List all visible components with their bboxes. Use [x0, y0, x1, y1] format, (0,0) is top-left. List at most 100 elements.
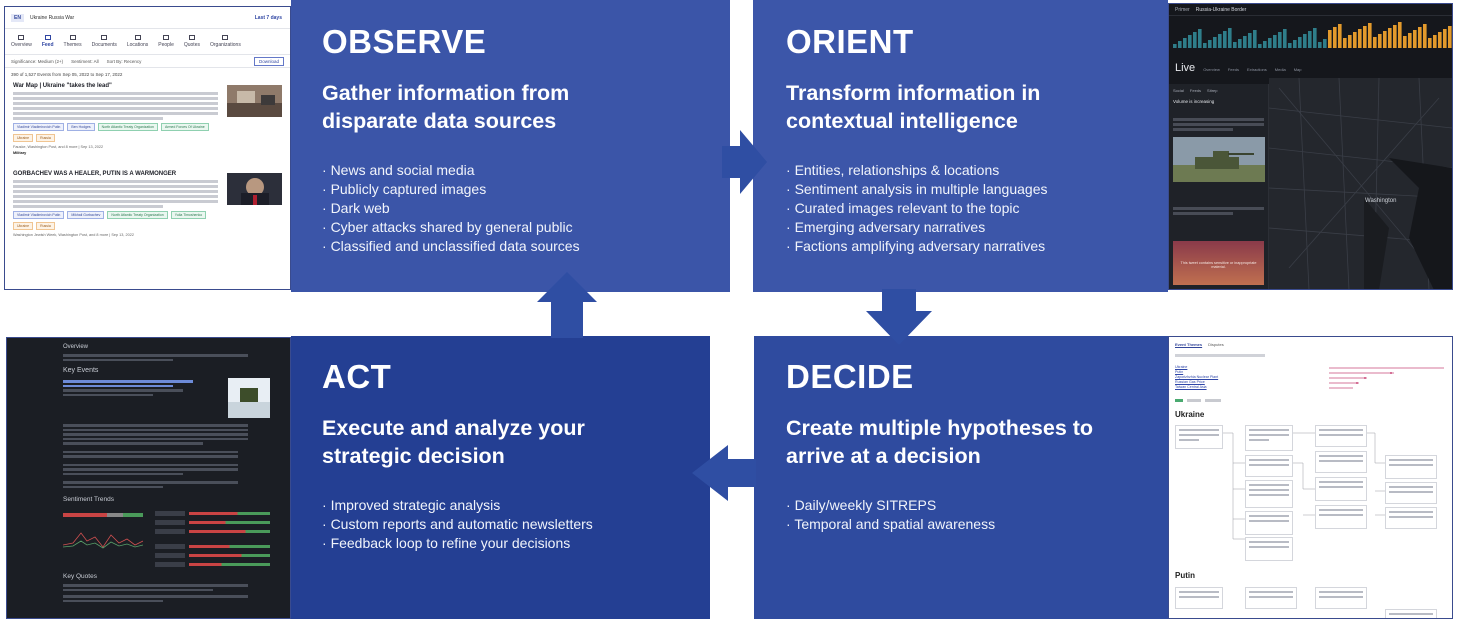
orient-bullets: Entities, relationships & locations Sent… — [786, 161, 1168, 256]
histogram-bar — [1263, 41, 1267, 48]
observe-bullets: News and social media Publicly captured … — [322, 161, 730, 256]
live-tab: Extractions — [1246, 67, 1267, 72]
arrow-down-icon — [866, 289, 932, 345]
histogram-bar — [1213, 37, 1217, 48]
sentiment-line-chart — [62, 532, 144, 549]
entity-tag: Ben Hodges — [67, 123, 95, 131]
entity-tag: Armed Forces Of Ukraine — [161, 123, 209, 131]
histogram-bar — [1413, 30, 1417, 48]
bullet-item: Emerging adversary narratives — [786, 218, 1168, 237]
observe-panel: OBSERVE Gather information from disparat… — [291, 0, 730, 292]
live-title: Live — [1175, 62, 1196, 74]
orient-panel: ORIENT Transform information in contextu… — [753, 0, 1168, 292]
histogram-bar — [1228, 28, 1232, 48]
event-count: 390 of 1,527 Events from Sep 05, 2022 to… — [11, 72, 123, 77]
theme-link: Putin — [1175, 370, 1184, 374]
histogram-bar — [1323, 39, 1327, 48]
live-dashboard-screenshot: Primer Russia-Ukraine Border Live Overvi… — [1168, 3, 1453, 290]
theme-connectors — [1223, 432, 1385, 540]
live-tab: Feeds — [1227, 67, 1239, 72]
entity-tag: Russia — [36, 134, 55, 142]
event-themes-screenshot: Event Themes Disputes Ukraine Putin Zapo… — [1168, 336, 1453, 619]
entity-tags: Vladimir Vladimirovich Putin Ben Hodges … — [13, 123, 218, 142]
side-tabs: Social Feeds Sitrep — [1169, 84, 1268, 97]
histogram-bar — [1198, 29, 1202, 48]
histogram-bar — [1243, 36, 1247, 48]
observe-title: OBSERVE — [322, 23, 487, 60]
histogram-bar — [1208, 40, 1212, 48]
report-screenshot: Overview Key Events — [6, 337, 291, 619]
histogram-bar — [1238, 39, 1242, 48]
feed-search-bar: EN Ukraine Russia War Last 7 days — [5, 7, 290, 29]
bullet-item: Feedback loop to refine your decisions — [322, 534, 710, 553]
entity-tag: Vladimir Vladimirovich Putin — [13, 123, 65, 131]
histogram-bar — [1383, 31, 1387, 48]
entity-tag: Mikhail Gorbachev — [67, 211, 105, 219]
feed-filters: Significance: Medium (2+) Sentiment: All… — [5, 54, 290, 68]
nav-organizations: Organizations — [210, 35, 241, 48]
histogram-bar — [1253, 30, 1257, 48]
histogram-bar — [1258, 44, 1262, 48]
article-sources: Fauske, Washington Post, and 8 more | Se… — [13, 145, 104, 149]
live-header: Live Overview Feeds Extractions Media Ma… — [1169, 56, 1307, 74]
histogram-bar — [1318, 42, 1322, 48]
report-event-image — [228, 378, 270, 418]
nav-quotes: Quotes — [184, 35, 200, 48]
article-image — [227, 85, 282, 117]
bullet-item: Factions amplifying adversary narratives — [786, 237, 1168, 256]
bullet-item: Improved strategic analysis — [322, 496, 710, 515]
histogram-bar — [1313, 28, 1317, 48]
themes-tabs: Event Themes Disputes — [1169, 337, 1452, 352]
tank-image — [1173, 137, 1265, 182]
social-feed-column: Social Feeds Sitrep Volume is increasing… — [1169, 84, 1269, 289]
histogram-bar — [1333, 27, 1337, 48]
theme-link: Taiwan Central Asia — [1175, 385, 1207, 389]
histogram-bar — [1403, 36, 1407, 48]
histogram-bar — [1203, 43, 1207, 48]
histogram-bar — [1278, 32, 1282, 48]
filter-sentiment: Sentiment: All — [71, 58, 99, 64]
histogram-bar — [1183, 38, 1187, 48]
feed-screenshot: EN Ukraine Russia War Last 7 days Overvi… — [4, 6, 291, 290]
side-tab: Sitrep — [1207, 88, 1218, 93]
map-city-label: Washington — [1365, 198, 1396, 204]
histogram-bar — [1173, 44, 1177, 48]
histogram-bar — [1268, 38, 1272, 48]
side-tab: Feeds — [1189, 88, 1202, 93]
nav-themes: Themes — [64, 35, 82, 48]
dashboard-title: Russia-Ukraine Border — [1195, 6, 1247, 13]
histogram-bar — [1283, 29, 1287, 48]
nav-people: People — [158, 35, 174, 48]
article-card: War Map | Ukraine "takes the lead" Vladi… — [5, 81, 290, 161]
histogram-bar — [1288, 43, 1292, 48]
theme-link: Zaporizhzhia Nuclear Plant — [1175, 375, 1219, 379]
date-range-label: Last 7 days — [254, 14, 282, 21]
histogram-bar — [1233, 42, 1237, 48]
decide-bullets: Daily/weekly SITREPS Temporal and spatia… — [786, 496, 1168, 534]
histogram-bar — [1418, 27, 1422, 48]
language-badge: EN — [11, 13, 24, 22]
entity-tags: Vladimir Vladimirovich Putin Mikhail Gor… — [13, 211, 218, 230]
histogram-bar — [1373, 37, 1377, 48]
theme-timeline — [1329, 367, 1444, 389]
arrow-right-icon — [722, 130, 767, 194]
histogram-bar — [1433, 35, 1437, 48]
act-subtitle: Execute and analyze your strategic decis… — [322, 416, 585, 468]
map-graphic: Washington — [1268, 77, 1452, 289]
live-top-bar: Primer Russia-Ukraine Border — [1169, 4, 1452, 16]
orient-subtitle: Transform information in contextual inte… — [786, 81, 1041, 133]
feed-nav: Overview Feed Themes Documents Locations… — [5, 29, 290, 48]
act-bullets: Improved strategic analysis Custom repor… — [322, 496, 710, 553]
histogram-bar — [1273, 35, 1277, 48]
histogram-bar — [1438, 32, 1442, 48]
bullet-item: Classified and unclassified data sources — [322, 237, 730, 256]
histogram-bar — [1308, 31, 1312, 48]
report-key-events-heading: Key Events — [63, 367, 99, 374]
histogram-bar — [1368, 23, 1372, 48]
article-title: War Map | Ukraine "takes the lead" — [13, 83, 112, 89]
histogram-bar — [1218, 34, 1222, 48]
histogram-bar — [1343, 38, 1347, 48]
sensitive-content-notice: This tweet contains sensitive or inappro… — [1173, 241, 1264, 285]
histogram-bar — [1178, 41, 1182, 48]
act-panel: ACT Execute and analyze your strategic d… — [291, 336, 710, 619]
